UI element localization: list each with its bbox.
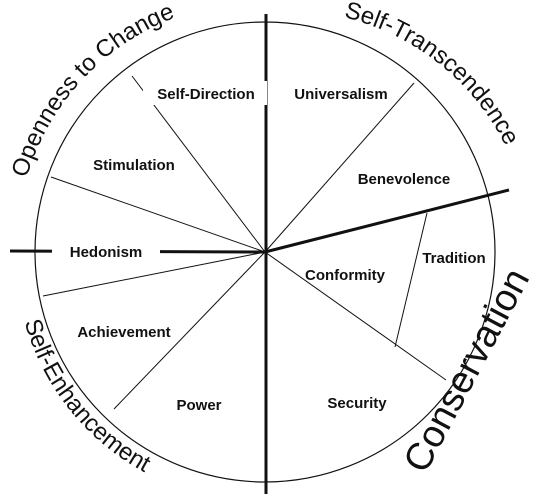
divider-achievement-power xyxy=(113,251,266,410)
divider-stimulation-hedonism xyxy=(50,176,266,253)
divider-conformity-tradition xyxy=(394,212,428,348)
stimulation-label: Stimulation xyxy=(93,157,175,174)
achievement-label: Achievement xyxy=(77,324,170,341)
divider-hedonism-achievement xyxy=(42,251,266,297)
benevolence-label: Benevolence xyxy=(358,171,451,188)
security-label: Security xyxy=(327,395,387,412)
divider-selfdirection-stimulation xyxy=(131,75,266,253)
hedonism-label-bg xyxy=(52,239,160,265)
universalism-label: Universalism xyxy=(294,86,387,103)
right-axis xyxy=(264,188,510,254)
conformity-label: Conformity xyxy=(305,267,386,284)
self-direction-label: Self-Direction xyxy=(157,86,255,103)
self-transcendence-label: Self-Transcendence xyxy=(342,0,524,149)
power-label: Power xyxy=(176,397,221,414)
divider-conformity-security xyxy=(264,251,447,381)
conservation-label: Conservation xyxy=(396,262,536,479)
self-direction-label-bg xyxy=(143,81,267,105)
tradition-label: Tradition xyxy=(422,250,485,267)
divider-universalism-benevolence xyxy=(264,82,415,253)
hedonism-label: Hedonism xyxy=(70,244,143,261)
